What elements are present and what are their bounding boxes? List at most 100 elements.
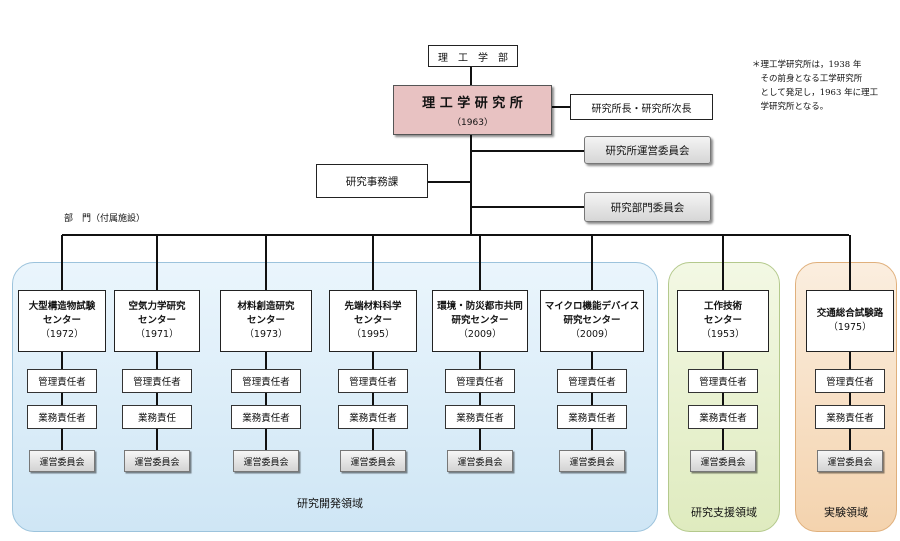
steering-committee-small-box: 運営委員会 bbox=[29, 450, 95, 472]
division-committee-connector bbox=[471, 206, 584, 208]
division-bus-line bbox=[62, 234, 849, 236]
center-box: 交通総合試験路 （1975） bbox=[806, 290, 894, 352]
manager-box: 管理責任者 bbox=[688, 369, 758, 393]
center-name-line: 交通総合試験路 bbox=[816, 308, 884, 319]
committee-label: 運営委員会 bbox=[243, 457, 289, 468]
center-box: 材料創造研究センター （1973） bbox=[220, 290, 312, 352]
directors-connector bbox=[552, 106, 570, 108]
institute-name: 理 工 学 研 究 所 bbox=[422, 96, 523, 111]
steering-connector bbox=[471, 150, 584, 152]
role-label: 管理責任者 bbox=[826, 377, 874, 388]
center-box: 環境・防災都市共同研究センター （2009） bbox=[432, 290, 528, 352]
center-year: （2009） bbox=[458, 329, 502, 340]
role-label: 管理責任者 bbox=[133, 377, 181, 388]
steering-committee-box: 研究所運営委員会 bbox=[584, 136, 711, 164]
center-year: （2009） bbox=[570, 329, 614, 340]
center-box: 空気力学研究センター（1971） bbox=[114, 290, 200, 352]
center-name-line: 研究センター bbox=[563, 315, 621, 326]
manager-box: 管理責任者 bbox=[27, 369, 97, 393]
center-name-line: 材料創造研究 bbox=[237, 301, 295, 312]
institute-box: 理 工 学 研 究 所 （1963） bbox=[393, 85, 552, 135]
center-name-line: 空気力学研究 bbox=[128, 301, 186, 312]
center-year: （1975） bbox=[828, 322, 872, 333]
role-label: 業務責任者 bbox=[242, 413, 290, 424]
role-label: 管理責任者 bbox=[456, 377, 504, 388]
history-note-line-2: その前身となる工学研究所 bbox=[752, 74, 863, 84]
role-label: 管理責任者 bbox=[349, 377, 397, 388]
divisions-label: 部 門（付属施設） bbox=[64, 214, 146, 224]
center-name-line: マイクロ機能デバイス bbox=[544, 301, 640, 312]
committee-label: 運営委員会 bbox=[350, 457, 396, 468]
center-name-line: センター bbox=[246, 315, 285, 326]
center-year: （1995） bbox=[351, 329, 395, 340]
history-note-line-3: として発足し，1963 年に理工 bbox=[752, 88, 879, 98]
office-box: 研究事務課 bbox=[316, 164, 428, 198]
center-year: （1973） bbox=[244, 329, 288, 340]
center-box: 工作技術センター （1953） bbox=[677, 290, 769, 352]
center-name-line: 環境・防災都市共同 bbox=[437, 301, 523, 312]
steering-committee-small-box: 運営委員会 bbox=[233, 450, 299, 472]
role-label: 管理責任者 bbox=[568, 377, 616, 388]
steering-committee-small-box: 運営委員会 bbox=[817, 450, 883, 472]
center-name-line: 大型構造物試験 bbox=[28, 301, 96, 312]
division-committee-box: 研究部門委員会 bbox=[584, 192, 711, 222]
center-name-line: センター bbox=[703, 315, 742, 326]
committee-label: 運営委員会 bbox=[700, 457, 746, 468]
center-box: 大型構造物試験センター（1972） bbox=[18, 290, 106, 352]
center-name-line: 先端材料科学 bbox=[344, 301, 402, 312]
support-region-label: 研究支援領域 bbox=[691, 506, 757, 519]
role-label: 管理責任者 bbox=[38, 377, 86, 388]
manager-box: 管理責任者 bbox=[445, 369, 515, 393]
directors-box: 研究所長・研究所次長 bbox=[570, 94, 713, 120]
steering-committee-small-box: 運営委員会 bbox=[559, 450, 625, 472]
office-connector bbox=[428, 181, 471, 183]
directors-label: 研究所長・研究所次長 bbox=[591, 103, 692, 115]
manager-box: 管理責任者 bbox=[815, 369, 885, 393]
committee-label: 運営委員会 bbox=[569, 457, 615, 468]
center-box: マイクロ機能デバイス研究センター （2009） bbox=[540, 290, 644, 352]
role-label: 管理責任者 bbox=[242, 377, 290, 388]
steering-committee-small-box: 運営委員会 bbox=[124, 450, 190, 472]
operations-lead-box: 業務責任者 bbox=[557, 405, 627, 429]
center-name-line: センター bbox=[137, 315, 176, 326]
committee-label: 運営委員会 bbox=[134, 457, 180, 468]
center-year: （1953） bbox=[701, 329, 745, 340]
role-label: 業務責任者 bbox=[699, 413, 747, 424]
operations-lead-box: 業務責任者 bbox=[815, 405, 885, 429]
experiment-region-label: 実験領域 bbox=[824, 506, 868, 519]
role-label: 業務責任者 bbox=[456, 413, 504, 424]
committee-label: 運営委員会 bbox=[39, 457, 85, 468]
operations-lead-box: 業務責任者 bbox=[231, 405, 301, 429]
office-label: 研究事務課 bbox=[345, 175, 399, 188]
center-year: （1972） bbox=[40, 329, 84, 340]
manager-box: 管理責任者 bbox=[122, 369, 192, 393]
manager-box: 管理責任者 bbox=[557, 369, 627, 393]
division-committee-label: 研究部門委員会 bbox=[610, 201, 685, 214]
institute-year: （1963） bbox=[452, 118, 493, 128]
history-note: ＊理工学研究所は，1938 年 その前身となる工学研究所 として発足し，1963… bbox=[752, 58, 900, 114]
operations-lead-box: 業務責任 bbox=[122, 405, 192, 429]
steering-committee-small-box: 運営委員会 bbox=[340, 450, 406, 472]
steering-committee-small-box: 運営委員会 bbox=[447, 450, 513, 472]
role-label: 業務責任者 bbox=[568, 413, 616, 424]
center-box: 先端材料科学センター （1995） bbox=[329, 290, 417, 352]
steering-committee-small-box: 運営委員会 bbox=[690, 450, 756, 472]
operations-lead-box: 業務責任者 bbox=[338, 405, 408, 429]
role-label: 業務責任者 bbox=[349, 413, 397, 424]
operations-lead-box: 業務責任者 bbox=[27, 405, 97, 429]
role-label: 業務責任者 bbox=[826, 413, 874, 424]
manager-box: 管理責任者 bbox=[338, 369, 408, 393]
operations-lead-box: 業務責任者 bbox=[688, 405, 758, 429]
center-name-line: 研究センター bbox=[451, 315, 509, 326]
steering-committee-label: 研究所運営委員会 bbox=[605, 144, 690, 157]
history-note-line-4: 学研究所となる。 bbox=[752, 102, 829, 112]
committee-label: 運営委員会 bbox=[827, 457, 873, 468]
center-name-line: 工作技術 bbox=[703, 301, 742, 312]
role-label: 業務責任 bbox=[137, 413, 176, 424]
operations-lead-box: 業務責任者 bbox=[445, 405, 515, 429]
center-name-line: センター bbox=[353, 315, 392, 326]
faculty-box: 理 工 学 部 bbox=[428, 45, 518, 67]
role-label: 管理責任者 bbox=[699, 377, 747, 388]
faculty-label: 理 工 学 部 bbox=[438, 52, 508, 64]
research-region-label: 研究開発領域 bbox=[297, 497, 363, 510]
